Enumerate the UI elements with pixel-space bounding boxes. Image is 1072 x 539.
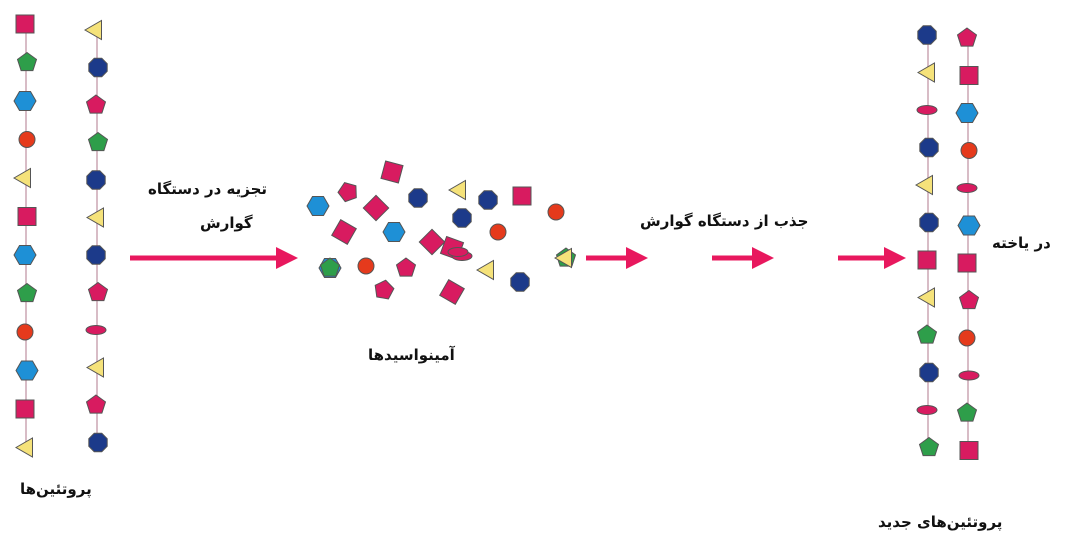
proteins-label: پروتئین‌ها [20, 480, 92, 498]
green-pentagon-icon [918, 436, 940, 457]
yellow-triangle-icon [85, 207, 104, 228]
magenta-square-icon [439, 279, 465, 305]
yellow-triangle-icon [12, 167, 31, 189]
green-pentagon-icon [956, 402, 978, 422]
navy-octagon-icon [86, 245, 106, 265]
digestion-label-line2: گوارش [200, 214, 253, 232]
process-arrows [130, 247, 906, 269]
navy-octagon-icon [919, 362, 939, 383]
red-circle-icon [357, 257, 375, 275]
navy-octagon-icon [86, 170, 106, 190]
digestion-label-line1: تجزیه در دستگاه [148, 180, 268, 198]
yellow-triangle-icon [914, 174, 933, 196]
yellow-triangle-icon [14, 437, 33, 458]
blue-hexagon-icon [957, 215, 981, 236]
magenta-square-icon [512, 186, 532, 206]
magenta-oval-icon [85, 325, 107, 335]
green-pentagon-icon [16, 282, 38, 303]
red-circle-icon [958, 329, 976, 347]
yellow-triangle-icon [475, 259, 494, 281]
magenta-square-icon [959, 441, 979, 460]
blue-hexagon-icon [13, 91, 37, 111]
magenta-pentagon-icon [87, 281, 109, 302]
blue-hexagon-icon [13, 245, 37, 265]
navy-octagon-icon [452, 208, 472, 228]
red-circle-icon [960, 142, 978, 159]
magenta-square-icon [15, 14, 35, 34]
magenta-square-icon [17, 207, 37, 226]
magenta-pentagon-icon [374, 279, 395, 300]
red-circle-icon [16, 323, 34, 341]
green-pentagon-icon [16, 51, 38, 72]
navy-octagon-icon [478, 190, 498, 210]
magenta-square-icon [362, 194, 390, 222]
red-circle-icon [547, 203, 565, 221]
protein-chains [12, 14, 981, 460]
yellow-triangle-icon [916, 287, 935, 308]
in-cell-label: در یاخته [992, 234, 1051, 252]
navy-octagon-icon [88, 432, 108, 453]
yellow-triangle-icon [447, 179, 466, 201]
yellow-triangle-icon [83, 19, 102, 41]
magenta-square-icon [959, 66, 979, 85]
yellow-triangle-icon [916, 62, 935, 83]
new-protein-a-chain [914, 25, 940, 457]
magenta-pentagon-icon [85, 394, 107, 414]
green-pentagon-icon [87, 131, 109, 152]
magenta-pentagon-icon [958, 289, 980, 310]
navy-octagon-icon [510, 272, 530, 292]
absorption-arrow-2 [712, 247, 774, 269]
magenta-square-icon [380, 160, 404, 184]
magenta-oval-icon [958, 370, 980, 381]
blue-hexagon-icon [15, 360, 39, 381]
magenta-square-icon [957, 253, 977, 273]
red-circle-icon [18, 131, 36, 148]
magenta-square-icon [331, 219, 357, 245]
navy-octagon-icon [919, 212, 939, 233]
amino-acid-cluster [306, 160, 577, 305]
navy-octagon-icon [917, 25, 937, 45]
magenta-square-icon [15, 399, 35, 419]
yellow-triangle-icon [553, 247, 572, 269]
blue-hexagon-icon [382, 222, 406, 242]
navy-octagon-icon [408, 188, 428, 208]
magenta-oval-icon [916, 405, 938, 415]
magenta-oval-icon [916, 105, 938, 115]
digestion-arrow [130, 247, 298, 269]
new-proteins-label: پروتئین‌های جدید [878, 513, 1003, 531]
magenta-pentagon-icon [395, 257, 417, 277]
protein-a-chain [12, 14, 39, 458]
absorption-label: جذب از دستگاه گوارش [640, 212, 809, 230]
magenta-square-icon [418, 228, 446, 256]
magenta-pentagon-icon [337, 182, 357, 203]
red-circle-icon [489, 223, 507, 241]
new-protein-b-chain [955, 27, 981, 460]
green-pentagon-icon [319, 257, 341, 277]
magenta-oval-icon [447, 247, 469, 257]
blue-hexagon-icon [955, 103, 979, 123]
magenta-oval-icon [956, 183, 978, 193]
navy-octagon-icon [919, 137, 939, 158]
absorption-arrow-1 [586, 247, 648, 269]
protein-b-chain [83, 19, 109, 453]
navy-octagon-icon [88, 57, 108, 78]
blue-hexagon-icon [306, 196, 330, 216]
green-pentagon-icon [916, 324, 938, 344]
magenta-square-icon [917, 250, 937, 270]
amino-acids-label: آمینواسیدها [368, 346, 455, 364]
magenta-pentagon-icon [85, 94, 107, 114]
yellow-triangle-icon [85, 357, 104, 378]
magenta-pentagon-icon [956, 27, 978, 47]
in-cell-arrow [838, 247, 906, 269]
